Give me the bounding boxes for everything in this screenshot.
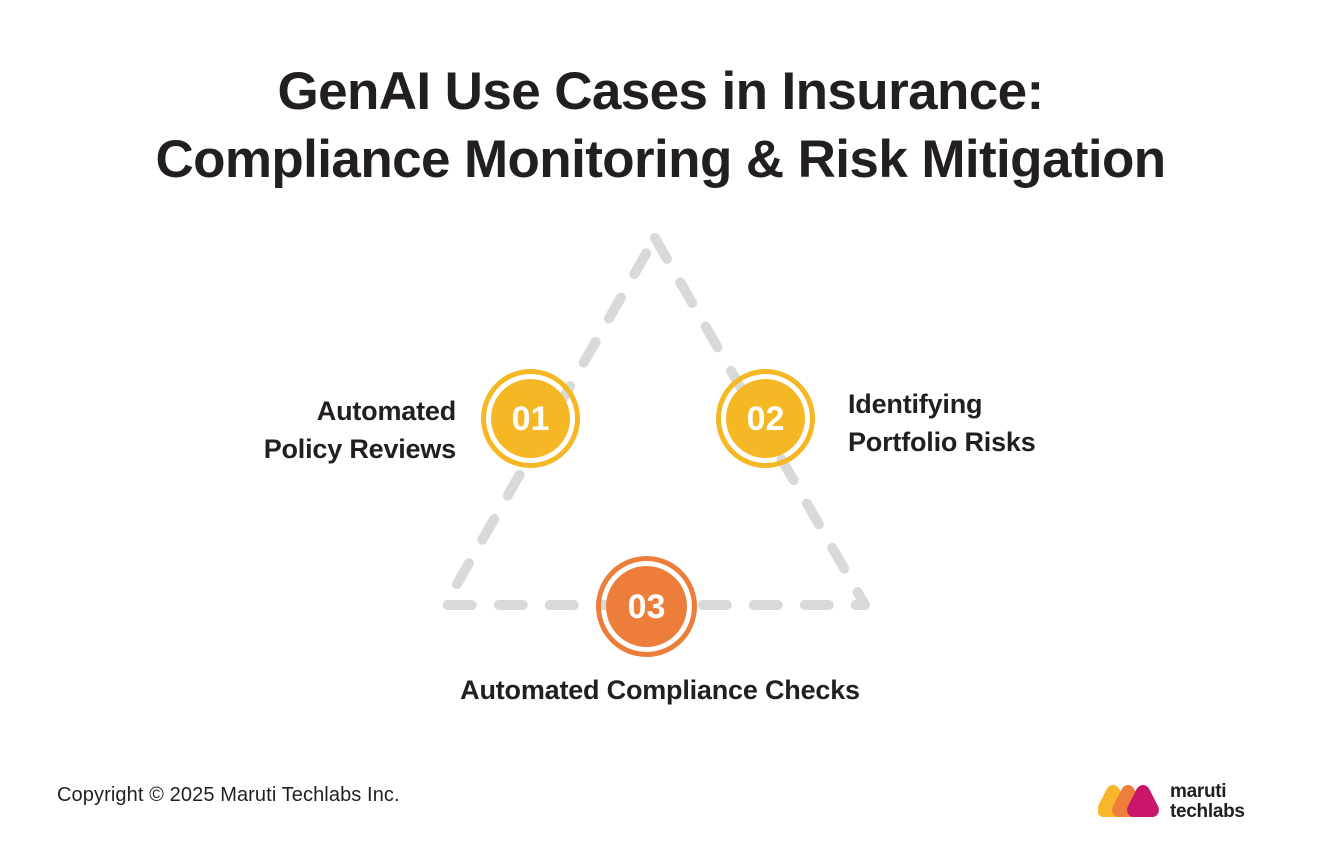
- node-02-ring: [716, 369, 815, 468]
- diagram-node-02[interactable]: 02: [716, 369, 815, 468]
- node-03-number: 03: [627, 587, 666, 626]
- page-title-line-2: Compliance Monitoring & Risk Mitigation: [155, 129, 1166, 189]
- brand-logo: maruti techlabs: [1098, 779, 1274, 825]
- node-01-disc: 01: [491, 379, 570, 458]
- node-02-number: 02: [746, 399, 785, 438]
- node-01-label-line-1: Automated: [316, 396, 456, 426]
- node-02-label-line-1: Identifying: [848, 389, 983, 419]
- diagram-node-03[interactable]: 03: [596, 556, 697, 657]
- maruti-techlabs-mark-icon: [1098, 785, 1159, 817]
- node-01-number: 01: [511, 399, 550, 438]
- diagram-node-03-label: Automated Compliance Checks: [360, 671, 960, 709]
- diagram-node-02-label: Identifying Portfolio Risks: [848, 385, 1178, 462]
- node-01-ring: [481, 369, 580, 468]
- diagram-node-01-label: Automated Policy Reviews: [150, 392, 457, 469]
- node-02-disc: 02: [726, 379, 805, 458]
- logo-word-techlabs: techlabs: [1170, 801, 1245, 822]
- page-title: GenAI Use Cases in Insurance: Compliance…: [0, 58, 1321, 194]
- node-02-label-line-2: Portfolio Risks: [848, 427, 1036, 458]
- node-03-label-line-1: Automated Compliance Checks: [460, 675, 860, 705]
- node-03-ring: [596, 556, 697, 657]
- logo-word-maruti: maruti: [1170, 780, 1227, 802]
- diagram-node-01[interactable]: 01: [481, 369, 580, 468]
- copyright-text: Copyright © 2025 Maruti Techlabs Inc.: [57, 784, 400, 806]
- node-03-disc: 03: [606, 566, 687, 647]
- node-01-label-line-2: Policy Reviews: [263, 434, 457, 465]
- logo-wordmark: maruti techlabs: [1170, 780, 1245, 822]
- page-title-line-1: GenAI Use Cases in Insurance:: [277, 62, 1044, 121]
